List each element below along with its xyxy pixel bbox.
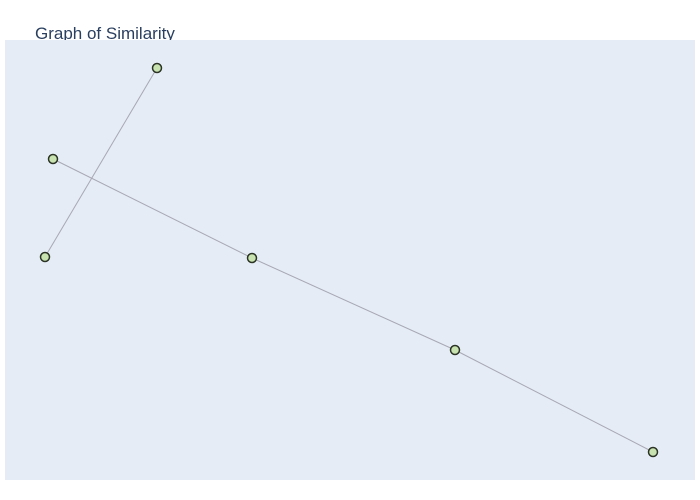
graph-node[interactable] <box>246 252 258 264</box>
nodes-layer <box>39 62 659 458</box>
graph-edge <box>454 349 654 453</box>
similarity-graph <box>39 62 659 458</box>
chart-title: Graph of Similarity <box>35 24 175 43</box>
graph-edge <box>251 257 456 351</box>
graph-node[interactable] <box>151 62 163 74</box>
graph-node[interactable] <box>449 344 461 356</box>
edges-layer <box>44 67 654 453</box>
graph-edge <box>52 158 253 259</box>
plot-area <box>5 40 695 480</box>
graph-node[interactable] <box>47 153 59 165</box>
graph-node[interactable] <box>647 446 659 458</box>
graph-node[interactable] <box>39 251 51 263</box>
graph-edge <box>44 67 158 258</box>
